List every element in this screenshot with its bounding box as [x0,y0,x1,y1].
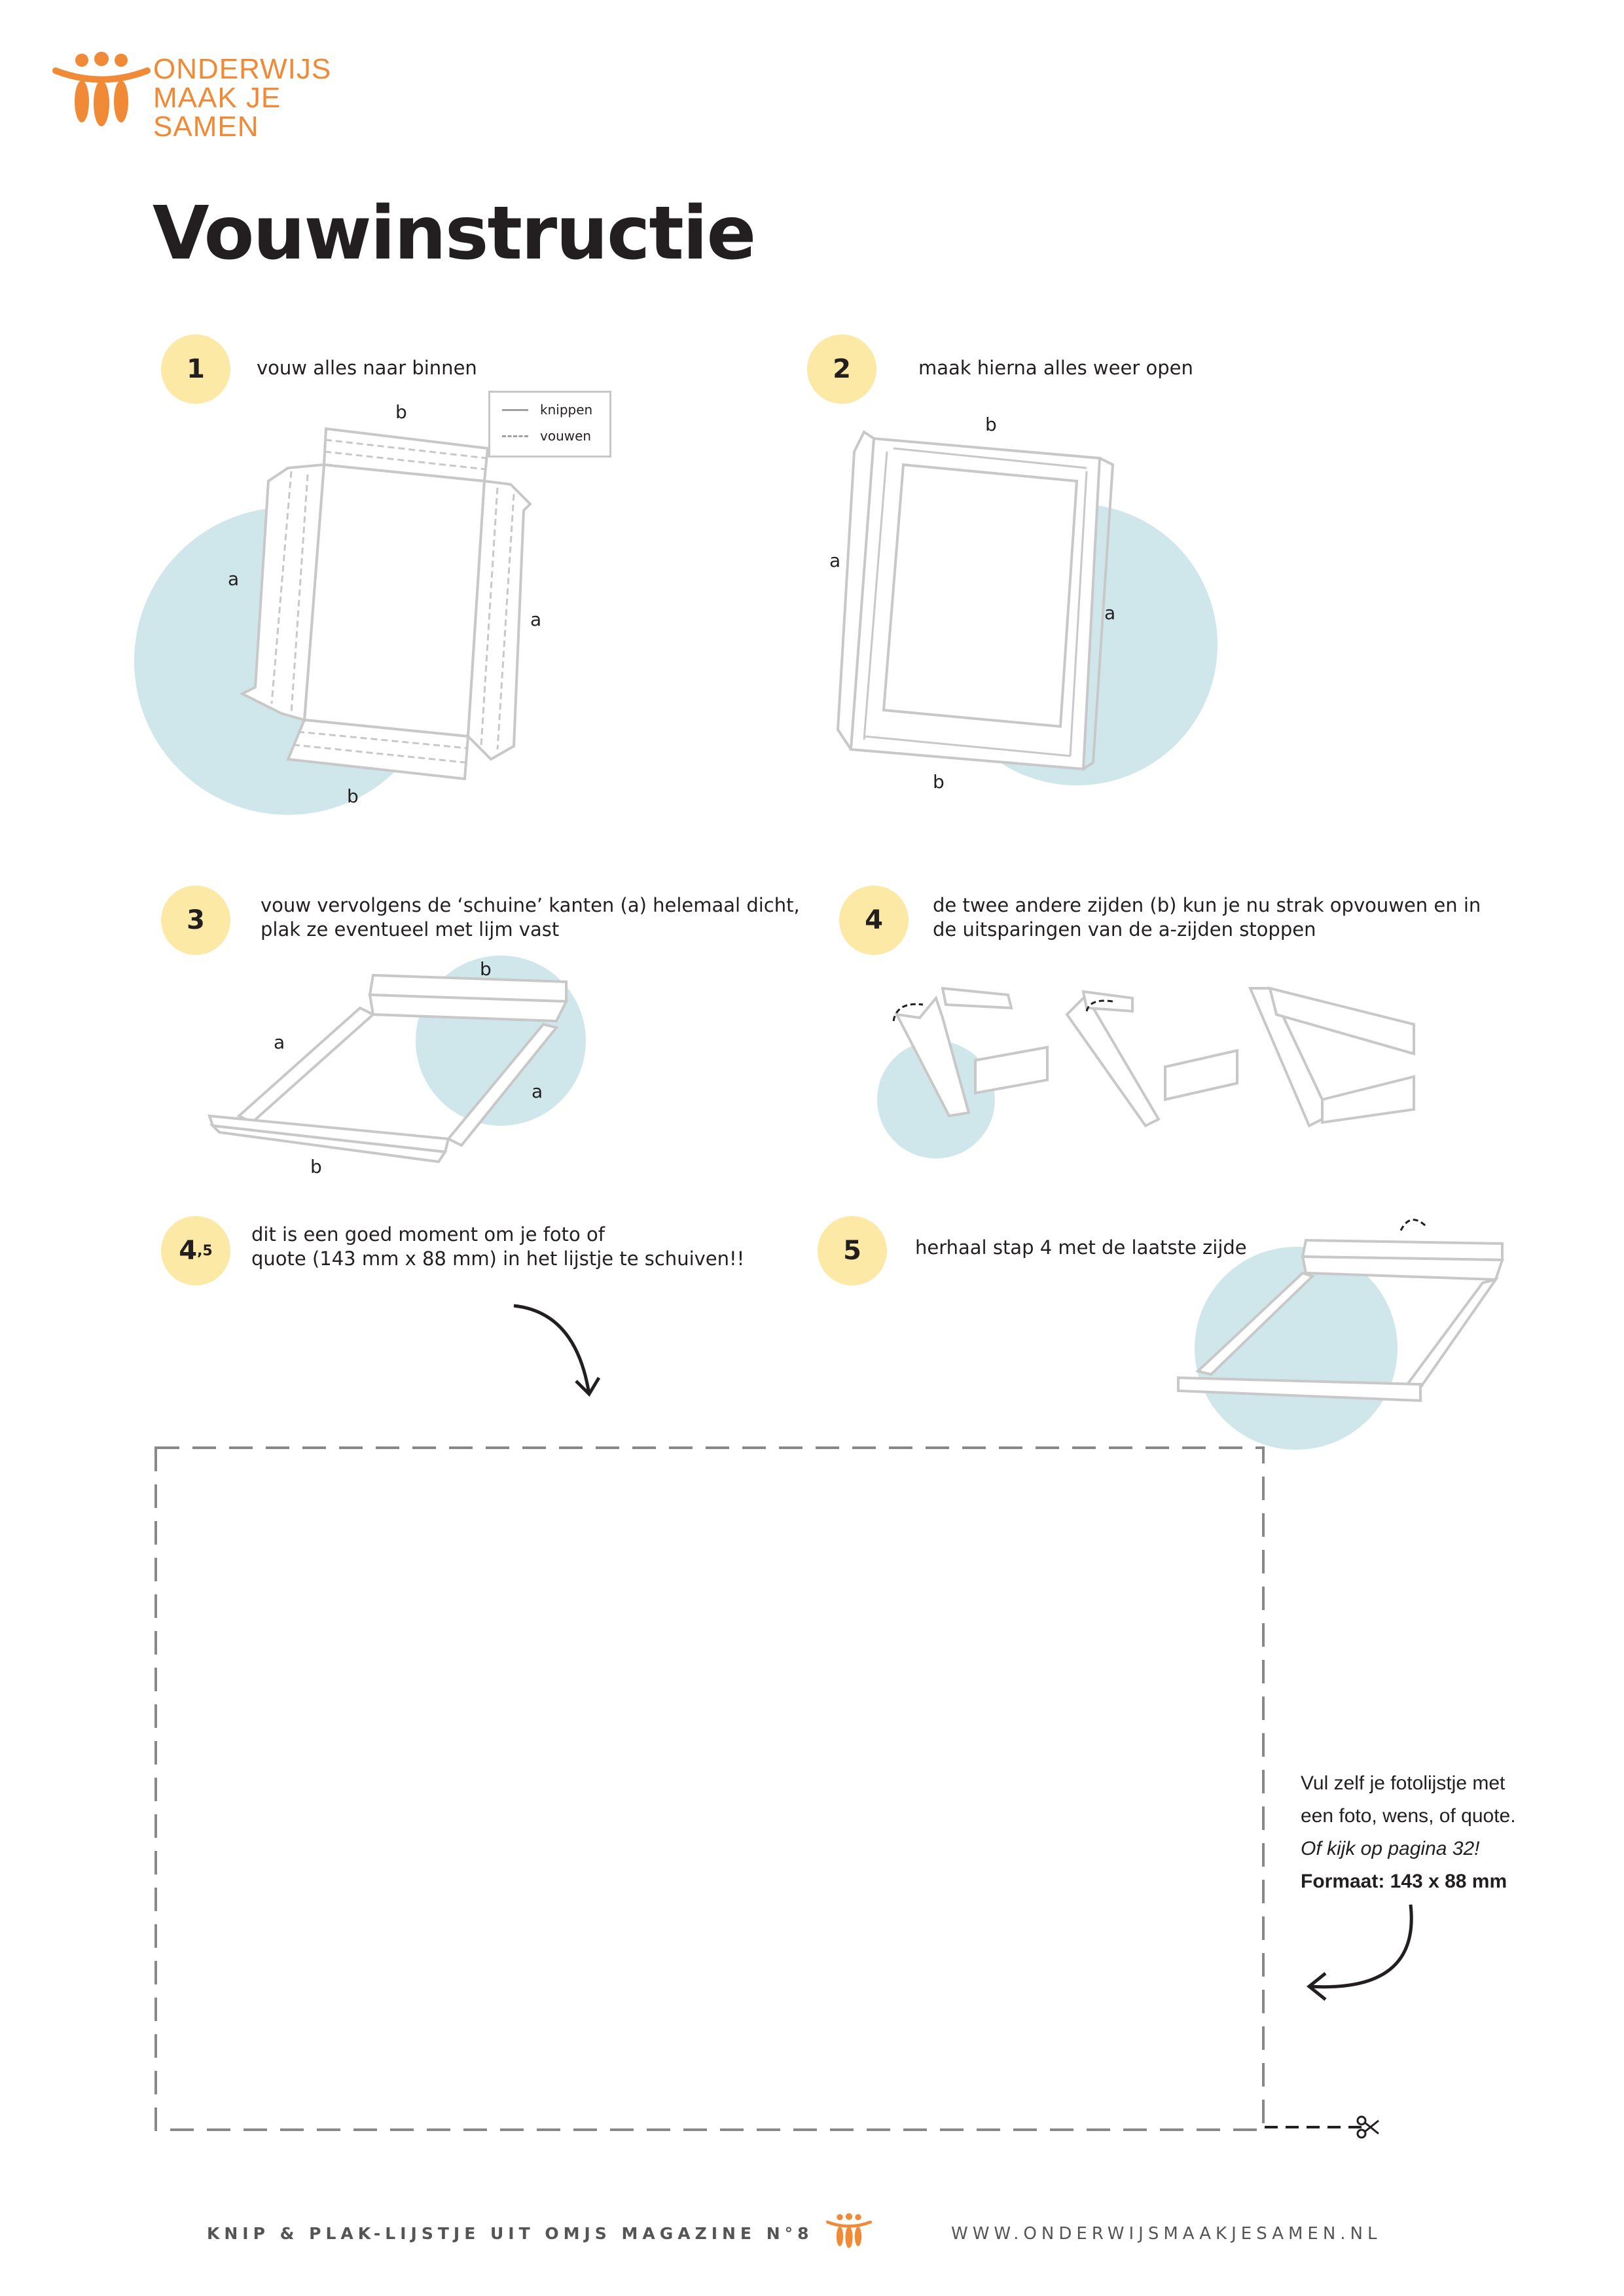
step-2-diagram [836,430,1218,785]
step-4-5-number-sup: ,5 [197,1242,213,1259]
step-5-badge: 5 [818,1216,887,1285]
step-4-text: de twee andere zijden (b) kun je nu stra… [933,893,1481,942]
step-4-line-1: de twee andere zijden (b) kun je nu stra… [933,894,1481,916]
side-note: Vul zelf je fotolijstje met een foto, we… [1301,1767,1516,1898]
legend-cut-label: knippen [540,402,593,418]
footer-logo-icon [826,2213,872,2248]
step-1-label-b-bottom: b [347,785,359,807]
step-5-number: 5 [843,1236,861,1266]
scissors-icon [1356,2115,1379,2139]
step-1-label-b-top: b [395,401,407,423]
step-5-line-1: herhaal stap 4 met de laatste zijde [915,1236,1247,1259]
side-note-line-3: Of kijk op pagina 32! [1301,1838,1480,1859]
step-4-badge: 4 [839,886,909,955]
cut-line-icon [502,408,528,411]
footer-website-link[interactable]: WWW.ONDERWIJSMAAKJESAMEN.NL [951,2224,1382,2244]
step-4-line-2: de uitsparingen van de a-zijden stoppen [933,918,1316,941]
side-note-line-4: Formaat: 143 x 88 mm [1301,1871,1507,1892]
step-4-5-number: 4 [179,1236,198,1266]
step-2-label-a-right: a [1104,602,1116,624]
step-3-label-b-bottom: b [310,1156,322,1177]
step-2-number: 2 [833,354,851,384]
curved-arrow-icon [513,1304,601,1397]
step-1-diagram [134,427,532,815]
step-1-line-1: vouw alles naar binnen [257,357,477,379]
step-3-label-a-right: a [532,1081,543,1102]
legend-fold: vouwen [502,428,591,444]
step-2-label-b-bottom: b [933,771,945,793]
page-title: Vouwinstructie [153,191,756,276]
photo-cut-area [154,1446,1265,2131]
legend: knippen vouwen [488,391,611,457]
step-1-text: vouw alles naar binnen [257,356,477,380]
step-4-5-badge: 4,5 [161,1216,230,1285]
logo-line-3: SAMEN [153,111,259,143]
step-1-number: 1 [187,354,205,384]
step-2-line-1: maak hierna alles weer open [918,357,1193,379]
step-2-label-b-top: b [985,414,997,435]
step-3-number: 3 [187,905,205,935]
step-1-badge: 1 [161,334,230,404]
logo-line-1: ONDERWIJS [153,53,332,85]
legend-cut: knippen [502,402,592,418]
side-note-line-2: een foto, wens, of quote. [1301,1805,1516,1827]
step-2-label-a-left: a [829,550,841,571]
step-1-label-a-left: a [228,568,240,590]
step-4-number: 4 [865,905,883,935]
step-5-diagram [1177,1219,1504,1450]
cut-line-extension [1265,2126,1368,2128]
step-3-text: vouw vervolgens de ‘schuine’ kanten (a) … [261,893,800,942]
step-3-label-b-top: b [480,958,492,980]
step-3-diagram [208,956,586,1164]
step-2-badge: 2 [807,334,876,404]
logo-text: ONDERWIJS MAAK JE SAMEN [153,55,331,141]
step-2-text: maak hierna alles weer open [918,356,1193,380]
step-4-5-text: dit is een goed moment om je foto of quo… [251,1223,744,1271]
step-3-line-2: plak ze eventueel met lijm vast [261,918,560,941]
footer-magazine-label: KNIP & PLAK-LIJSTJE UIT OMJS MAGAZINE N°… [207,2224,814,2243]
side-note-line-1: Vul zelf je fotolijstje met [1301,1772,1506,1794]
logo-icon [52,52,151,126]
curved-arrow-back-icon [1306,1904,1413,2001]
step-4-5-line-2: quote (143 mm x 88 mm) in het lijstje te… [251,1247,745,1270]
step-4-diagram [877,986,1415,1158]
logo-line-2: MAAK JE [153,82,281,114]
step-3-badge: 3 [161,886,230,955]
step-3-label-a-left: a [274,1031,285,1053]
step-3-line-1: vouw vervolgens de ‘schuine’ kanten (a) … [261,894,800,916]
step-4-5-line-1: dit is een goed moment om je foto of [251,1223,605,1246]
step-5-text: herhaal stap 4 met de laatste zijde [915,1236,1247,1260]
step-1-label-a-right: a [530,609,542,630]
legend-fold-label: vouwen [540,428,592,444]
fold-line-icon [502,435,528,437]
